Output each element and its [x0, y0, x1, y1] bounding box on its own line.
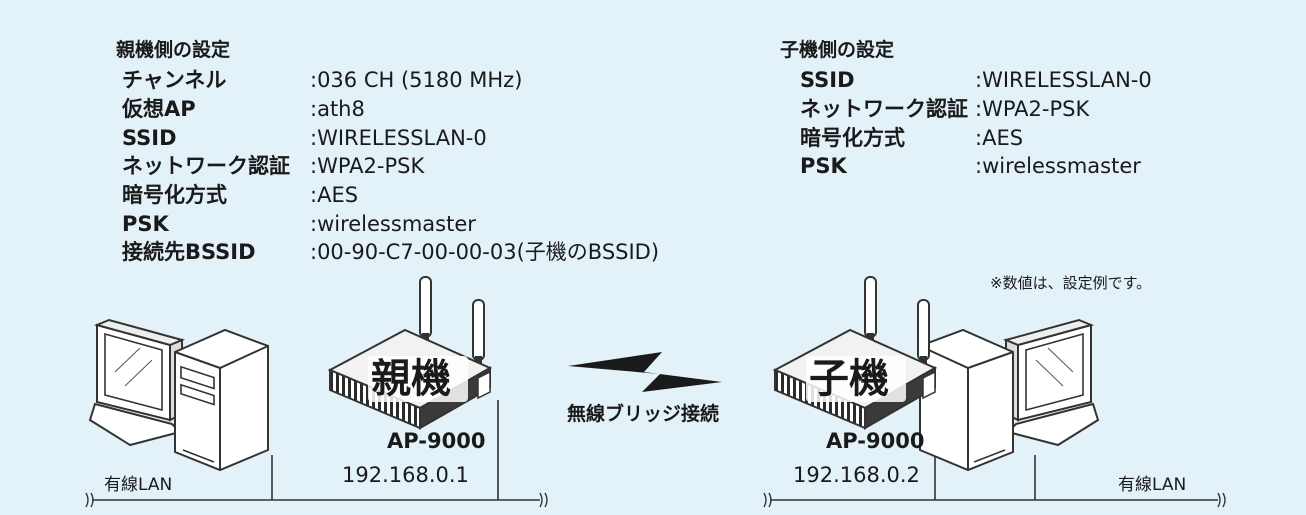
parent-setting-value: :036 CH (5180 MHz) — [310, 68, 523, 92]
child-model: AP-9000 — [826, 429, 925, 453]
parent-setting-label: 仮想AP — [122, 97, 196, 121]
parent-setting-value: :WPA2-PSK — [310, 154, 425, 178]
badge-parent-bg — [368, 356, 468, 402]
example-note: ※数値は、設定例です。 — [990, 274, 1152, 292]
parent-setting-label: チャンネル — [122, 68, 227, 92]
parent-setting-value: :00-90-C7-00-00-03(子機のBSSID) — [310, 240, 660, 264]
parent-setting-label: SSID — [122, 126, 177, 150]
badge-parent: 親機 — [371, 356, 451, 402]
pc-right — [919, 318, 1100, 472]
parent-setting-value: :ath8 — [310, 97, 365, 121]
child-setting-value: :AES — [975, 126, 1024, 150]
wireless-bridge-label: 無線ブリッジ接続 — [567, 403, 720, 425]
parent-settings-heading: 親機側の設定 — [116, 39, 231, 61]
lan-line-left — [85, 400, 548, 508]
parent-setting-label: 暗号化方式 — [122, 183, 227, 207]
child-setting-label: PSK — [800, 154, 847, 178]
router-parent — [327, 276, 493, 430]
child-setting-label: 暗号化方式 — [800, 126, 905, 150]
pc-left — [88, 318, 269, 472]
lan-label-right: 有線LAN — [1118, 475, 1187, 495]
child-ip: 192.168.0.2 — [793, 463, 920, 487]
child-setting-label: ネットワーク認証 — [800, 97, 968, 121]
lan-label-left: 有線LAN — [104, 475, 173, 495]
parent-setting-label: ネットワーク認証 — [122, 154, 290, 178]
child-settings-heading: 子機側の設定 — [780, 39, 895, 61]
child-setting-value: :WPA2-PSK — [975, 97, 1090, 121]
router-child — [772, 276, 938, 430]
child-setting-label: SSID — [800, 68, 855, 92]
parent-setting-value: :wirelessmaster — [310, 212, 476, 236]
child-setting-value: :wirelessmaster — [975, 154, 1141, 178]
child-setting-value: :WIRELESSLAN-0 — [975, 68, 1152, 92]
parent-setting-value: :WIRELESSLAN-0 — [310, 126, 487, 150]
parent-setting-label: 接続先BSSID — [122, 240, 256, 264]
badge-child: 子機 — [809, 356, 889, 402]
parent-setting-value: :AES — [310, 183, 359, 207]
wireless-bolt-icon — [568, 352, 722, 392]
parent-ip: 192.168.0.1 — [342, 463, 469, 487]
parent-setting-label: PSK — [122, 212, 169, 236]
badge-child-bg — [806, 356, 906, 402]
parent-model: AP-9000 — [387, 429, 486, 453]
